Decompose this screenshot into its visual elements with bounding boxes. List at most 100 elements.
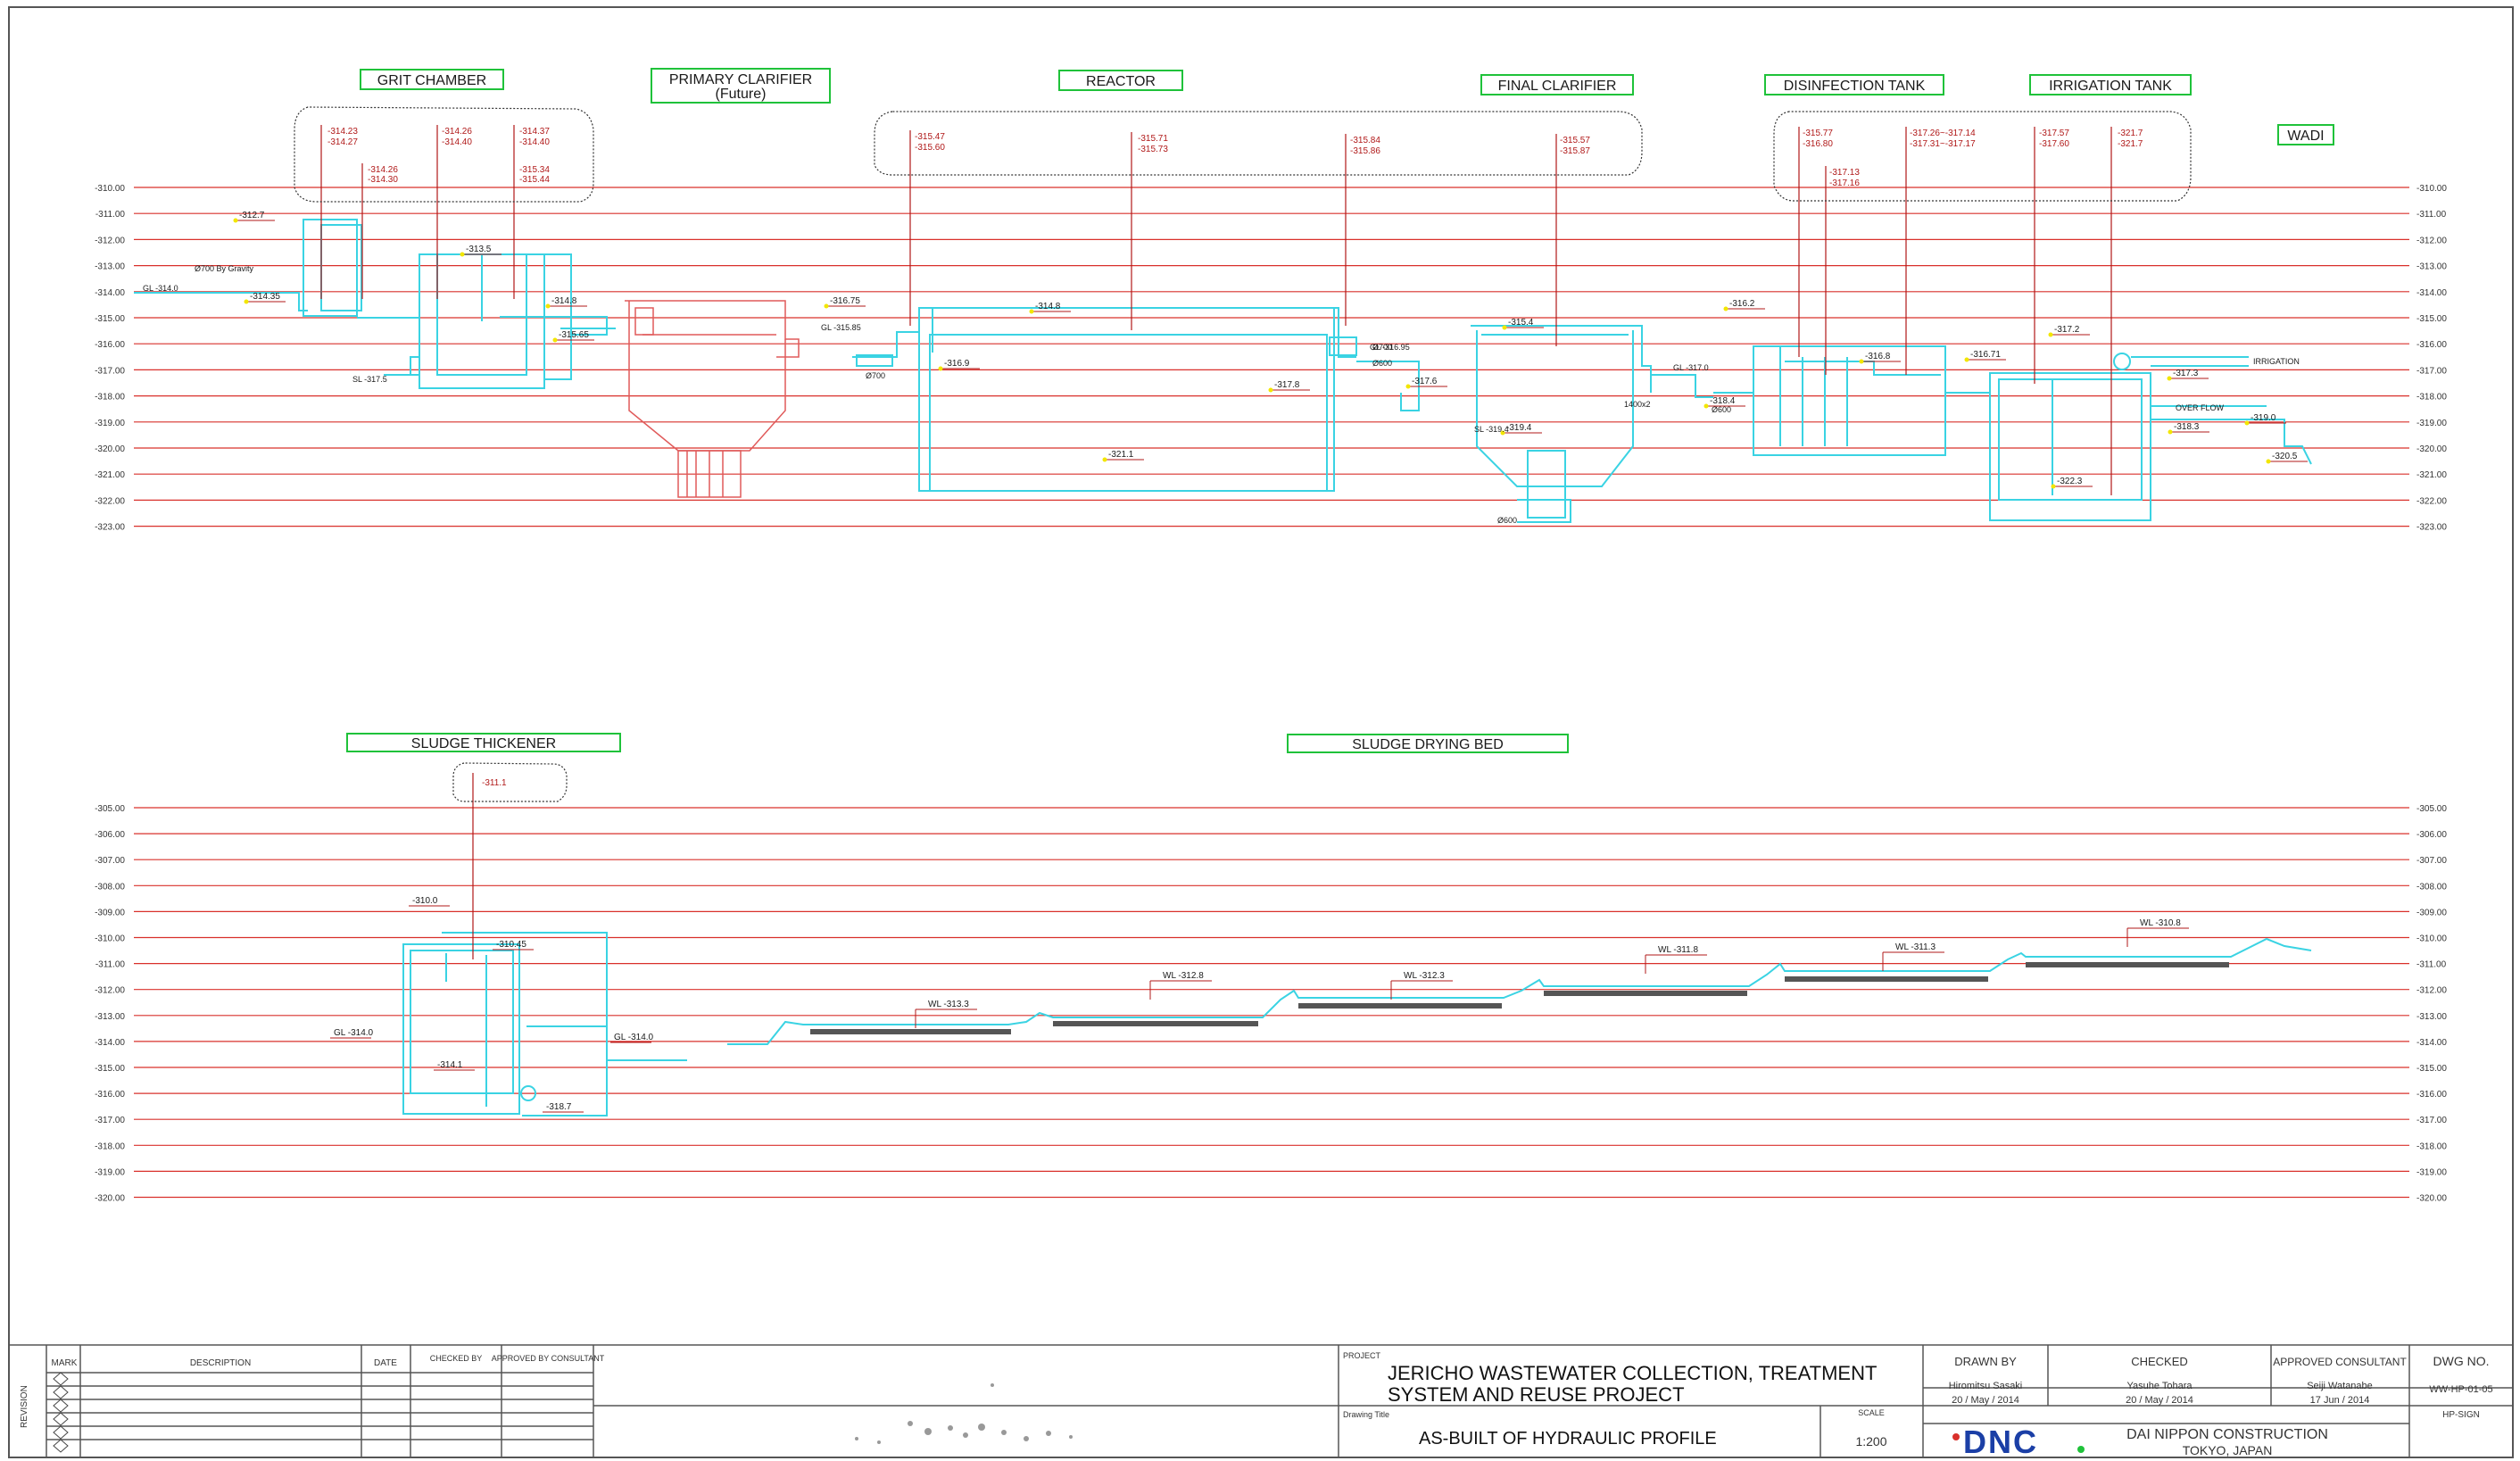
drying-bed-water-level: WL -313.3 (928, 1000, 969, 1009)
lower_profile-elevation-label-right: -316.00 (2416, 1090, 2447, 1100)
project-title-line-1: JERICHO WASTEWATER COLLECTION, TREATMENT (1388, 1362, 1877, 1384)
upper-level-callout: -316.9 (944, 359, 970, 369)
upper-level-callout: -316.71 (1970, 350, 2001, 360)
upper-level-callout: -316.75 (830, 296, 860, 306)
upper-level-tag: -314.26 (442, 127, 472, 137)
upper-level-tag: -315.44 (519, 175, 550, 185)
upper-level-callout: -318.4 (1710, 396, 1736, 406)
upper-level-tag: -315.73 (1138, 145, 1168, 154)
upper_profile-elevation-label-left: -319.00 (95, 419, 125, 428)
upper_profile-unit-title: REACTOR (1086, 74, 1156, 89)
lower_profile-elevation-label-left: -308.00 (95, 882, 125, 892)
upper-level-tag: -317.57 (2039, 129, 2069, 138)
upper-level-tag: -317.60 (2039, 139, 2069, 149)
upper-level-callout: -316.8 (1865, 352, 1891, 361)
revision-vertical-label: REVISION (20, 1385, 29, 1428)
lower_profile-elevation-label-left: -309.00 (95, 908, 125, 917)
upper-level-tag: -315.84 (1350, 136, 1380, 145)
upper_profile-unit-title: GRIT CHAMBER (377, 73, 486, 88)
upper-note: OVER FLOW (2176, 403, 2225, 412)
upper_profile-elevation-label-right: -319.00 (2416, 419, 2447, 428)
upper-note: Ø600 (1712, 405, 1731, 414)
lower-level-callout: -310.45 (496, 940, 526, 950)
revision-clouds (294, 106, 2192, 802)
upper-level-tag: -314.30 (368, 175, 398, 185)
upper_profile-elevation-label-left: -315.00 (95, 314, 125, 324)
lower_profile-elevation-label-right: -319.00 (2416, 1167, 2447, 1177)
callout-marker (1964, 357, 1969, 362)
rev-header-date: DATE (374, 1358, 397, 1368)
disinfection-tank-structure (1713, 345, 1991, 456)
checked-by-name: Yasuhe Tohara (2127, 1381, 2193, 1391)
lower_profile-elevation-label-right: -315.00 (2416, 1064, 2447, 1074)
lower-level-callout: -310.0 (412, 896, 438, 906)
upper-level-tag: -314.40 (442, 137, 472, 147)
dwg-no-value: WW-HP-01-05 (2429, 1384, 2492, 1395)
upper_profile-elevation-label-left: -310.00 (95, 184, 125, 194)
drying-bed-media (810, 962, 2229, 1034)
lower_profile-elevation-label-left: -314.00 (95, 1038, 125, 1048)
upper-level-callout: -313.5 (466, 245, 492, 254)
lower_profile-elevation-label-left: -306.00 (95, 830, 125, 840)
upper-level-tag: -317.31~-317.17 (1910, 139, 1976, 149)
lower-level-callout: GL -314.0 (334, 1028, 374, 1038)
lower_profile-elevation-label-right: -314.00 (2416, 1038, 2447, 1048)
checked-date: 20 / May / 2014 (2126, 1395, 2193, 1406)
upper-level-tag: -315.87 (1560, 146, 1590, 156)
lower-level-tag: -311.1 (482, 778, 507, 788)
callout-marker (2244, 420, 2250, 426)
lower-level-callout: -314.1 (437, 1060, 463, 1070)
scale-value: 1:200 (1855, 1434, 1886, 1449)
upper-level-callout: -320.5 (2272, 452, 2298, 461)
upper_profile-elevation-label-right: -313.00 (2416, 262, 2447, 272)
upper-level-tag: -317.13 (1829, 168, 1860, 178)
upper-level-tag: -317.26~-317.14 (1910, 129, 1976, 138)
callout-marker (938, 366, 943, 371)
upper_profile-unit-title: IRRIGATION TANK (2049, 79, 2172, 94)
company-city: TOKYO, JAPAN (2183, 1443, 2273, 1457)
title-block (9, 1344, 2513, 1457)
lower_profile-elevation-label-right: -312.00 (2416, 986, 2447, 996)
upper-level-callout: -314.8 (1035, 302, 1061, 311)
upper_profile-elevation-label-left: -322.00 (95, 496, 125, 506)
upper-level-tag: -314.40 (519, 137, 550, 147)
lower_profile-elevation-label-right: -307.00 (2416, 856, 2447, 866)
lower_profile-elevation-label-left: -316.00 (95, 1090, 125, 1100)
upper-level-tag: -314.23 (327, 127, 358, 137)
lower-profile-structures (402, 932, 2312, 1117)
drying-bed-water-level: WL -310.8 (2140, 918, 2181, 928)
callout-marker (460, 252, 465, 257)
upper_profile-unit-subtitle: (Future) (716, 87, 767, 102)
drawn-date: 20 / May / 2014 (1952, 1395, 2019, 1406)
upper-level-callout: -314.8 (551, 296, 577, 306)
lower_profile-unit-title: SLUDGE THICKENER (411, 736, 556, 751)
lower_profile-elevation-label-left: -315.00 (95, 1064, 125, 1074)
upper-profile-structures (134, 219, 2312, 523)
upper-note: SL -319.4 (1474, 425, 1509, 434)
drying-bed-water-level: WL -312.3 (1404, 971, 1445, 981)
rev-header-mark: MARK (52, 1358, 78, 1368)
callout-marker (2266, 459, 2271, 464)
lower_profile-elevation-label-left: -307.00 (95, 856, 125, 866)
upper-level-tag: -315.60 (915, 143, 945, 153)
drying-bed-water-level: WL -312.8 (1163, 971, 1204, 981)
irrigation-tank-structure (1989, 353, 2312, 521)
upper_profile-unit-label-box (2277, 124, 2334, 145)
lower_profile-elevation-label-left: -312.00 (95, 986, 125, 996)
company-name: DAI NIPPON CONSTRUCTION (2126, 1427, 2328, 1442)
lower_profile-elevation-label-right: -311.00 (2416, 960, 2447, 970)
upper_profile-elevation-label-right: -321.00 (2416, 470, 2447, 480)
upper-level-callout: -317.2 (2054, 325, 2080, 335)
drying-bed-water-level: WL -311.3 (1895, 942, 1936, 952)
upper_profile-elevation-label-left: -314.00 (95, 288, 125, 298)
upper-note: IRRIGATION (2253, 357, 2300, 366)
upper-level-tag: -315.47 (915, 132, 945, 142)
rev-header-checked: CHECKED BY (430, 1354, 483, 1363)
upper-level-callout: -317.6 (1412, 377, 1438, 386)
upper-level-tag: -315.34 (519, 165, 550, 175)
lower_profile-elevation-label-left: -320.00 (95, 1194, 125, 1204)
